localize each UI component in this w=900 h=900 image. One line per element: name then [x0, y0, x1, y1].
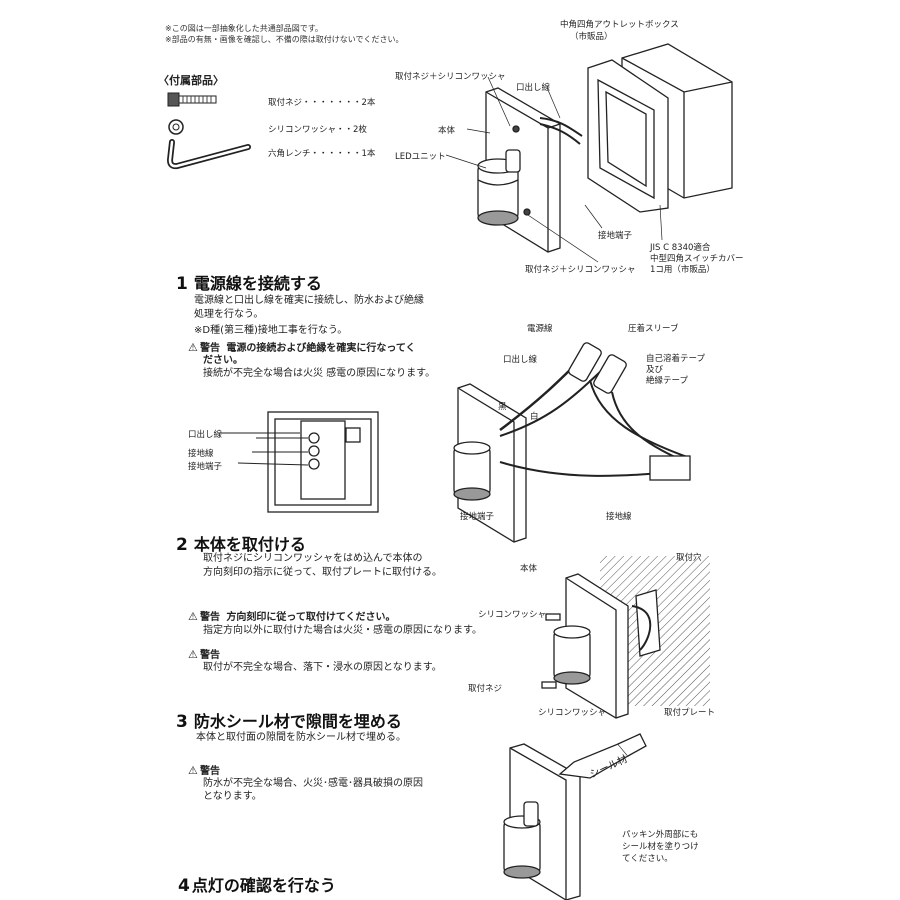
step-3-warning-text-1: 防水が不完全な場合、火災･感電･器具破損の原因 [203, 778, 423, 789]
step-4-title: 点灯の確認を行なう [191, 876, 336, 895]
exploded-view-diagram [445, 43, 733, 263]
step-3-warning: ⚠警告 [188, 764, 220, 779]
warning-icon: ⚠ [188, 764, 198, 777]
label-white-wire: 白 [530, 412, 539, 422]
warning-text-1: 方向刻印に従って取付けてください。 [226, 612, 396, 623]
label-ground-terminal: 接地端子 [598, 231, 633, 241]
step-2-title: 本体を取付ける [193, 535, 306, 554]
label-outlet-box: 中角四角アウトレットボックス [560, 20, 679, 30]
label-tape-2: 及び [646, 365, 664, 375]
accessory-item-screw: 取付ネジ・・・・・・・2本 [268, 98, 376, 108]
step-1-warning-text-2: ださい。 [203, 355, 243, 366]
label-packing-2: シール材を塗りつけ [622, 842, 699, 852]
mounting-diagram [541, 556, 710, 719]
warning-text-1: 電源の接続および絶縁を確実に行なってく [226, 343, 416, 354]
warning-icon: ⚠ [188, 341, 198, 354]
step-1-body-1: 電源線と口出し線を確実に接続し、防水および絶縁 [194, 295, 424, 306]
step-1-number: 1 [176, 274, 188, 294]
label-led-unit: LEDユニット [395, 152, 446, 162]
wiring-illustration [453, 342, 691, 543]
label-ground-wire-2: 接地線 [606, 512, 632, 522]
warning-label: 警告 [200, 343, 220, 354]
label-outlet-box-sub: （市販品） [570, 32, 613, 42]
accessory-item-washer: シリコンワッシャ・・2枚 [268, 125, 367, 135]
label-screw: 取付ネジ [468, 684, 503, 694]
hex-wrench-icon [166, 139, 251, 170]
warning-icon: ⚠ [188, 648, 198, 661]
label-washer: シリコンワッシャ [478, 610, 547, 620]
label-cover-3: 1コ用（市販品） [650, 265, 715, 275]
accessory-item-wrench: 六角レンチ・・・・・・1本 [268, 149, 376, 159]
header-note-1: ※この図は一部抽象化した共通部品図です。 [165, 24, 323, 33]
label-ground-terminal-2: 接地端子 [460, 512, 495, 522]
header-note-2: ※部品の有無・画像を確認し、不備の際は取付けないでください。 [165, 35, 404, 44]
label-packing-1: パッキン外周部にも [622, 830, 699, 840]
step-1-body-3: ※D種(第三種)接地工事を行なう。 [194, 325, 348, 336]
warning-label: 警告 [200, 650, 220, 661]
step-2-heading: 2 本体を取付ける [176, 531, 306, 555]
label-lead-wire-2: 口出し線 [503, 355, 538, 365]
label-screw-washer-bottom: 取付ネジ＋シリコンワッシャ [525, 265, 636, 275]
accessories-title: 〈付属部品〉 [158, 74, 224, 87]
step-4-number: 4 [178, 876, 190, 896]
schematic-label-ground-wire: 接地線 [188, 449, 214, 459]
label-screw-washer-top: 取付ネジ＋シリコンワッシャ [395, 72, 506, 82]
label-tape-3: 絶縁テープ [646, 376, 688, 386]
warning-label: 警告 [200, 612, 220, 623]
step-1-title: 電源線を接続する [193, 274, 322, 293]
label-plate: 取付プレート [664, 708, 716, 718]
label-body-2: 本体 [520, 564, 538, 574]
label-lead-wire: 口出し線 [516, 83, 551, 93]
sealing-diagram [503, 733, 647, 900]
label-cover-2: 中型四角スイッチカバー [650, 254, 744, 264]
washer-icon [168, 119, 184, 135]
screw-icon [167, 92, 217, 107]
step-2-number: 2 [176, 535, 188, 555]
wiring-schematic [221, 411, 379, 513]
schematic-label-lead-wire: 口出し線 [188, 430, 223, 440]
warning-label: 警告 [200, 766, 220, 777]
label-body: 本体 [438, 126, 456, 136]
step-2-warning-2: ⚠警告 [188, 648, 220, 663]
step-1-body-2: 処理を行なう。 [194, 309, 264, 320]
step-2-warning-1-text-2: 指定方向以外に取付けた場合は火災・感電の原因になります。 [203, 625, 482, 636]
label-mount-hole: 取付穴 [676, 553, 702, 563]
label-sleeve: 圧着スリーブ [628, 324, 679, 334]
label-power-wire: 電源線 [527, 324, 553, 334]
step-1-warning-text-3: 接続が不完全な場合は火災 感電の原因になります。 [203, 368, 436, 379]
step-2-warning-1: ⚠警告 方向刻印に従って取付けてください。 [188, 610, 396, 625]
schematic-label-ground-terminal: 接地端子 [188, 462, 223, 472]
step-3-title: 防水シール材で隙間を埋める [193, 712, 402, 731]
step-3-number: 3 [176, 712, 188, 732]
label-washer-2: シリコンワッシャ [538, 708, 607, 718]
warning-icon: ⚠ [188, 610, 198, 623]
step-1-heading: 1 電源線を接続する [176, 270, 322, 294]
step-2-body-1: 取付ネジにシリコンワッシャをはめ込んで本体の [203, 553, 423, 564]
step-1-warning: ⚠警告 電源の接続および絶縁を確実に行なってく [188, 341, 416, 356]
step-3-body-1: 本体と取付面の隙間を防水シール材で埋める。 [196, 732, 406, 743]
step-3-heading: 3 防水シール材で隙間を埋める [176, 708, 402, 732]
step-2-warning-2-text: 取付が不完全な場合、落下・浸水の原因となります。 [203, 662, 442, 673]
label-packing-3: てください。 [622, 854, 673, 864]
label-tape-1: 自己溶着テープ [646, 354, 705, 364]
step-2-body-2: 方向刻印の指示に従って、取付プレートに取付ける。 [203, 567, 442, 578]
label-cover-1: JIS C 8340適合 [650, 243, 711, 253]
label-black-wire: 黒 [498, 402, 507, 412]
step-3-warning-text-2: となります。 [203, 791, 262, 802]
